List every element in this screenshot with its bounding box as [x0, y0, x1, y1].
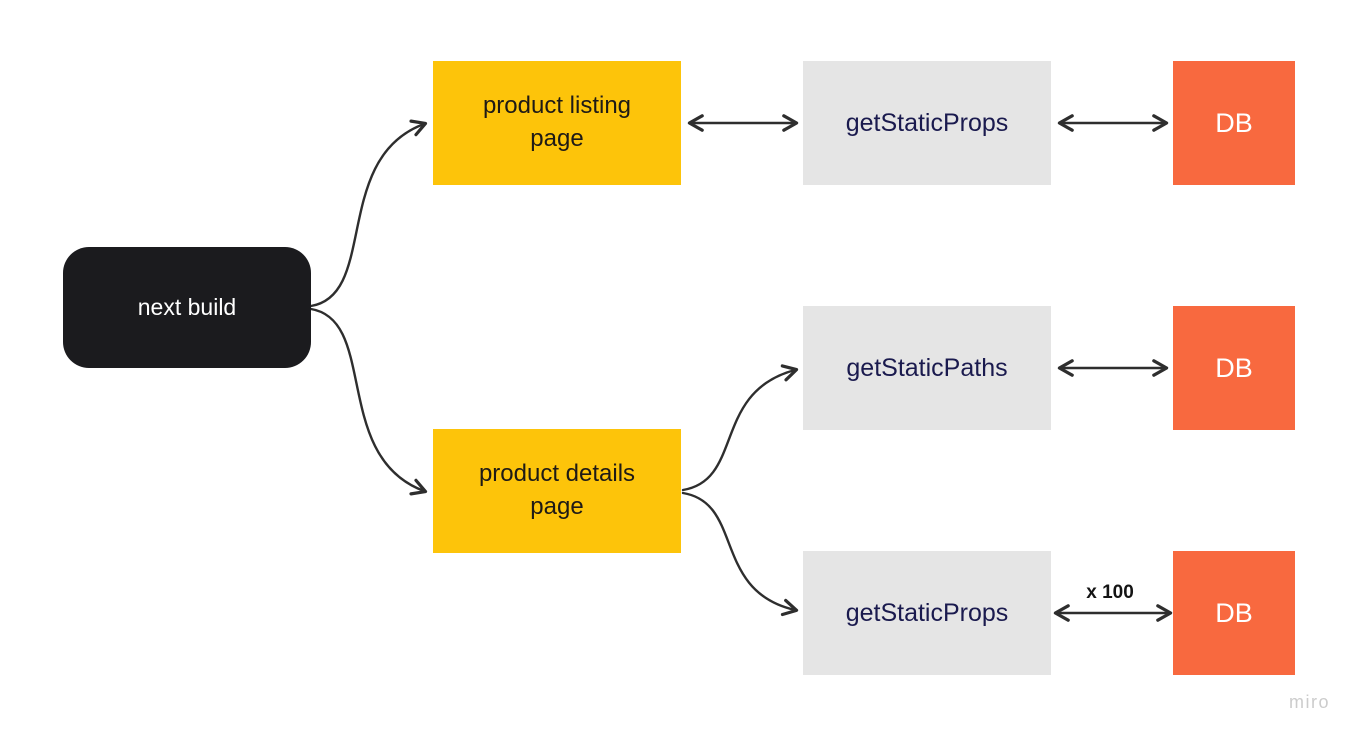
node-next-build[interactable]: next build: [63, 247, 311, 368]
node-db-details-label: DB: [1215, 597, 1253, 628]
connector-nextbuild-listing[interactable]: [309, 119, 428, 308]
node-product-details-page-label: product details page: [478, 460, 636, 520]
node-next-build-label: next build: [137, 294, 237, 320]
connector-details-getstaticprops[interactable]: [681, 491, 799, 617]
connector-nextbuild-details[interactable]: [309, 307, 428, 496]
node-product-listing-page-label: product listing page: [482, 92, 632, 152]
node-db-listing-label: DB: [1215, 107, 1253, 138]
node-product-details-page[interactable]: product details page: [433, 429, 681, 553]
node-db-details[interactable]: DB: [1173, 551, 1295, 675]
node-getstaticprops-details[interactable]: getStaticProps: [803, 551, 1051, 675]
node-db-listing[interactable]: DB: [1173, 61, 1295, 185]
edge-multiplier-label: x 100: [1086, 582, 1134, 603]
node-getstaticprops-listing-label: getStaticProps: [845, 108, 1009, 137]
node-product-listing-page[interactable]: product listing page: [433, 61, 681, 185]
node-getstaticpaths[interactable]: getStaticPaths: [803, 306, 1051, 430]
node-getstaticpaths-label: getStaticPaths: [846, 353, 1008, 382]
node-getstaticprops-listing[interactable]: getStaticProps: [803, 61, 1051, 185]
miro-watermark: miro: [1289, 692, 1330, 712]
connector-details-getstaticpaths[interactable]: [681, 364, 799, 492]
node-db-paths-label: DB: [1215, 352, 1253, 383]
node-db-paths[interactable]: DB: [1173, 306, 1295, 430]
node-getstaticprops-details-label: getStaticProps: [845, 598, 1009, 627]
